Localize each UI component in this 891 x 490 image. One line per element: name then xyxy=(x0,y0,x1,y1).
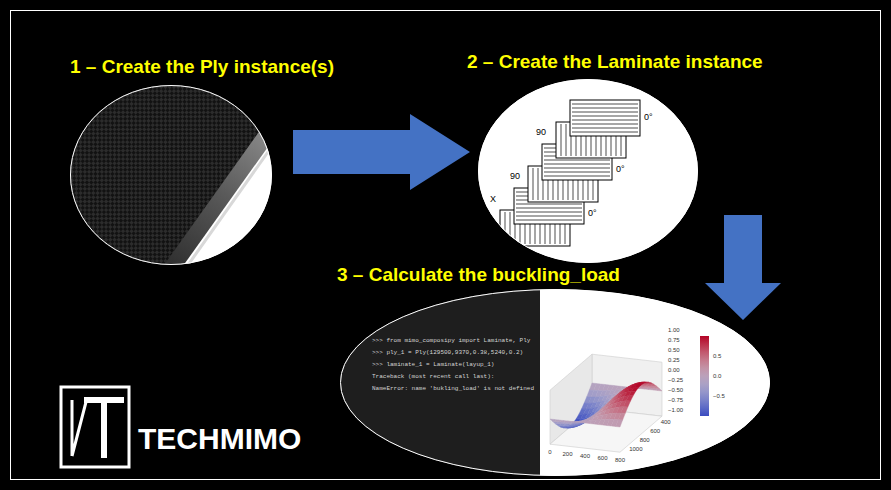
axis-tick: 0.5 xyxy=(713,353,721,360)
axis-tick: −0.25 xyxy=(668,377,683,384)
axis-tick: 0.00 xyxy=(668,367,680,374)
ply-angle-label: 90 xyxy=(536,128,546,138)
step-heading: 2 – Create the Laminate instance xyxy=(467,51,763,73)
axis-tick: 1000 xyxy=(629,445,642,452)
ply-angle-label: 0° xyxy=(616,165,625,175)
logo-icon xyxy=(61,387,129,467)
axis-tick: 1.00 xyxy=(668,327,680,334)
colorbar xyxy=(700,336,709,416)
terminal-line: NameError: name 'bukling_load' is not de… xyxy=(372,386,534,393)
surface-plot xyxy=(550,382,662,428)
ply-angle-label: X xyxy=(490,195,496,205)
block-arrow xyxy=(293,114,470,190)
roll-highlight xyxy=(176,118,292,282)
terminal-line: >>> from mimo_composipy import Laminate,… xyxy=(372,338,530,345)
axis-tick: 0.50 xyxy=(668,347,680,354)
logo-wordmark: TECHMIMO xyxy=(138,422,301,455)
ellipse-outline xyxy=(70,85,272,265)
laminate-picture xyxy=(478,79,698,263)
axis-tick: −0.50 xyxy=(668,387,683,394)
terminal-line: >>> laminate_1 = Laminate(layup_1) xyxy=(372,362,494,369)
terminal-panel xyxy=(330,280,540,490)
step-ellipse: 1 – Create the Ply instance(s) xyxy=(70,85,272,265)
ellipse-outline xyxy=(340,289,770,476)
step-ellipse: 3 – Calculate the buckling_load xyxy=(340,289,770,476)
ply-layer xyxy=(570,100,640,136)
result-picture xyxy=(330,280,770,490)
ply-angle-label: 0° xyxy=(644,113,653,123)
block-arrow xyxy=(705,215,781,320)
axis-tick: 600 xyxy=(650,427,660,434)
axis-tick: 800 xyxy=(640,436,650,443)
picture-ground xyxy=(478,79,698,263)
step-ellipse: 2 – Create the Laminate instance xyxy=(478,79,698,263)
roll-edge xyxy=(166,112,283,276)
carbon-roll-picture xyxy=(60,75,292,282)
axis-tick: 0.25 xyxy=(668,357,680,364)
axis-tick: 800 xyxy=(615,457,625,464)
axis-tick: −0.5 xyxy=(713,393,725,400)
step-heading: 3 – Calculate the buckling_load xyxy=(337,264,620,286)
axis-tick: −1.00 xyxy=(668,407,683,414)
ply-angle-label: 0° xyxy=(588,209,597,219)
terminal-line: >>> ply_1 = Ply(129500,9370,0.38,5240,0.… xyxy=(372,350,523,357)
terminal-line: Traceback (most recent call last): xyxy=(372,374,494,381)
ply-angle-label: 90 xyxy=(510,172,520,182)
axis-tick: 400 xyxy=(580,453,590,460)
axis-tick: 0.75 xyxy=(668,337,680,344)
plot-floor xyxy=(550,408,662,452)
axis-tick: 0 xyxy=(548,449,551,456)
axis-tick: 400 xyxy=(661,418,671,425)
plot-wall xyxy=(592,354,662,416)
axis-tick: 600 xyxy=(597,455,607,462)
ellipse-outline xyxy=(478,79,698,263)
axis-tick: −0.75 xyxy=(668,397,683,404)
step-heading: 1 – Create the Ply instance(s) xyxy=(70,56,334,78)
axis-tick: 0.0 xyxy=(713,373,721,380)
axis-tick: 200 xyxy=(562,451,572,458)
